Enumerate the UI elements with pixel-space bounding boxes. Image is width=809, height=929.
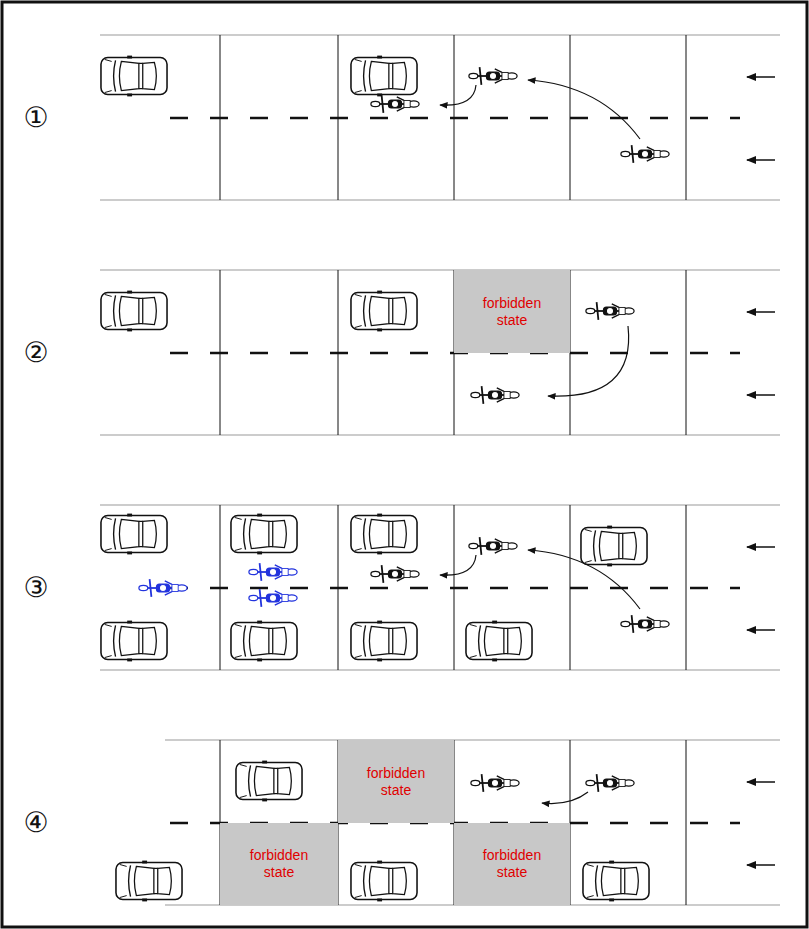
move-arrow — [542, 792, 588, 804]
state-label: forbidden state — [358, 765, 434, 799]
road-edge — [165, 739, 780, 741]
move-arrow — [440, 85, 476, 105]
lane-divider — [170, 587, 740, 590]
callout-number: ① — [23, 103, 48, 133]
direction-arrow — [747, 781, 775, 783]
direction-arrow — [747, 76, 775, 78]
motorcycle-icon — [249, 563, 297, 581]
road-edge — [100, 504, 780, 506]
road-edge — [100, 199, 780, 201]
car-icon — [101, 514, 167, 555]
forbidden-cell: forbidden state — [454, 823, 570, 905]
motorcycle-icon — [371, 95, 419, 113]
cell-divider — [686, 505, 687, 670]
direction-arrow — [747, 394, 775, 396]
car-icon — [351, 514, 417, 555]
road-edge — [100, 669, 780, 671]
car-icon — [581, 526, 647, 567]
direction-arrow — [747, 864, 775, 866]
move-arrow — [528, 80, 640, 139]
car-icon — [351, 291, 417, 332]
cell-divider — [686, 35, 687, 200]
motorcycle-icon — [249, 589, 297, 607]
motorcycle-icon — [371, 565, 419, 583]
state-label: forbidden state — [474, 847, 550, 881]
state-label: forbidden state — [241, 847, 317, 881]
lane-divider — [170, 117, 740, 120]
car-icon — [351, 56, 417, 97]
cell-divider — [570, 505, 571, 670]
cell-divider — [454, 35, 455, 200]
car-icon — [351, 621, 417, 662]
direction-arrow — [747, 311, 775, 313]
car-icon — [116, 861, 182, 902]
car-icon — [231, 621, 297, 662]
cell-divider — [686, 740, 687, 905]
forbidden-cell: forbidden state — [454, 270, 570, 353]
car-icon — [101, 621, 167, 662]
direction-arrow — [747, 546, 775, 548]
car-icon — [583, 861, 649, 902]
cell-divider — [220, 270, 221, 435]
move-arrow — [440, 555, 476, 575]
callout-number: ④ — [23, 808, 48, 838]
cell-divider — [338, 35, 339, 200]
motorcycle-icon — [471, 774, 519, 792]
cell-divider — [570, 35, 571, 200]
road-edge — [100, 269, 780, 271]
car-icon — [351, 861, 417, 902]
car-icon — [101, 291, 167, 332]
move-arrow — [528, 550, 640, 609]
callout-number: ③ — [23, 573, 48, 603]
motorcycle-icon — [586, 302, 634, 320]
road-edge — [100, 434, 780, 436]
callout-number: ② — [23, 338, 48, 368]
car-icon — [236, 761, 302, 802]
motorcycle-icon — [471, 386, 519, 404]
cell-divider — [220, 505, 221, 670]
motorcycle-icon — [621, 615, 669, 633]
forbidden-cell: forbidden state — [220, 823, 338, 905]
cell-divider — [338, 270, 339, 435]
state-label: forbidden state — [474, 295, 550, 329]
direction-arrow — [747, 159, 775, 161]
cell-divider — [454, 505, 455, 670]
motorcycle-icon — [469, 537, 517, 555]
direction-arrow — [747, 629, 775, 631]
motorcycle-icon — [621, 145, 669, 163]
cell-divider — [220, 35, 221, 200]
cell-divider — [686, 270, 687, 435]
car-icon — [101, 56, 167, 97]
motorcycle-icon — [586, 774, 634, 792]
forbidden-cell: forbidden state — [338, 740, 454, 823]
car-icon — [231, 514, 297, 555]
motorcycle-icon — [139, 579, 187, 597]
cell-divider — [338, 505, 339, 670]
car-icon — [466, 621, 532, 662]
motorcycle-icon — [469, 67, 517, 85]
road-edge — [100, 34, 780, 36]
